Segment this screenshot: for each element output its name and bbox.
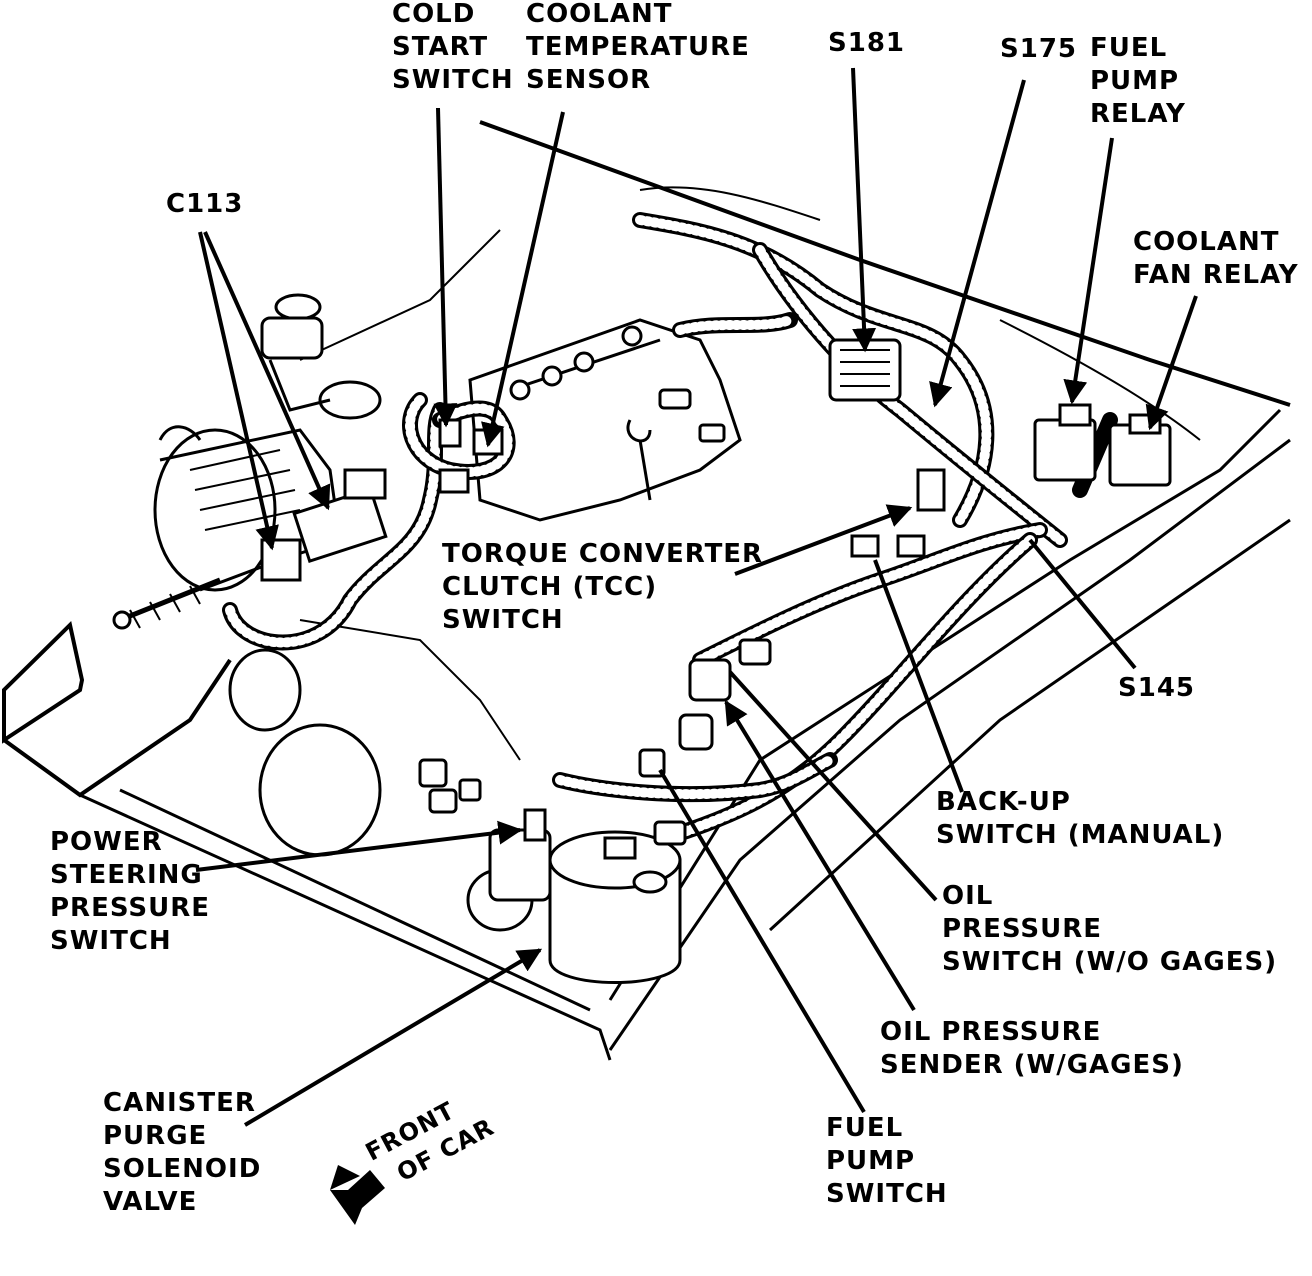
transmission <box>112 425 521 857</box>
wiring-harness <box>222 212 1118 848</box>
label-fuel-pump-switch: FUEL PUMP SWITCH <box>826 1113 948 1209</box>
label-cold-start-switch: COLD START SWITCH <box>392 0 514 95</box>
label-s145: S145 <box>1118 673 1195 703</box>
label-coolant-temperature-sensor: COOLANT TEMPERATURE SENSOR <box>526 0 750 95</box>
label-fuel-pump-relay: FUEL PUMP RELAY <box>1090 33 1186 129</box>
label-oil-pressure-sender: OIL PRESSURE SENDER (W/GAGES) <box>880 1017 1184 1080</box>
body-outline <box>1 120 1291 1061</box>
components <box>260 338 1172 984</box>
label-power-steering-pressure-switch: POWER STEERING PRESSURE SWITCH <box>50 827 211 956</box>
label-s181: S181 <box>828 28 905 58</box>
label-oil-pressure-switch: OIL PRESSURE SWITCH (W/O GAGES) <box>942 881 1278 977</box>
label-tcc-switch: TORQUE CONVERTER CLUTCH (TCC) SWITCH <box>442 539 764 635</box>
throttle-body <box>260 293 382 420</box>
engine-block <box>468 318 742 522</box>
leader-lines <box>195 67 1198 1127</box>
label-s175: S175 <box>1000 34 1077 64</box>
label-c113: C113 <box>166 189 244 219</box>
label-canister-purge-solenoid-valve: CANISTER PURGE SOLENOID VALVE <box>103 1088 262 1217</box>
label-backup-switch: BACK-UP SWITCH (MANUAL) <box>936 787 1225 850</box>
label-coolant-fan-relay: COOLANT FAN RELAY <box>1133 227 1299 290</box>
front-arrow <box>330 1165 385 1225</box>
